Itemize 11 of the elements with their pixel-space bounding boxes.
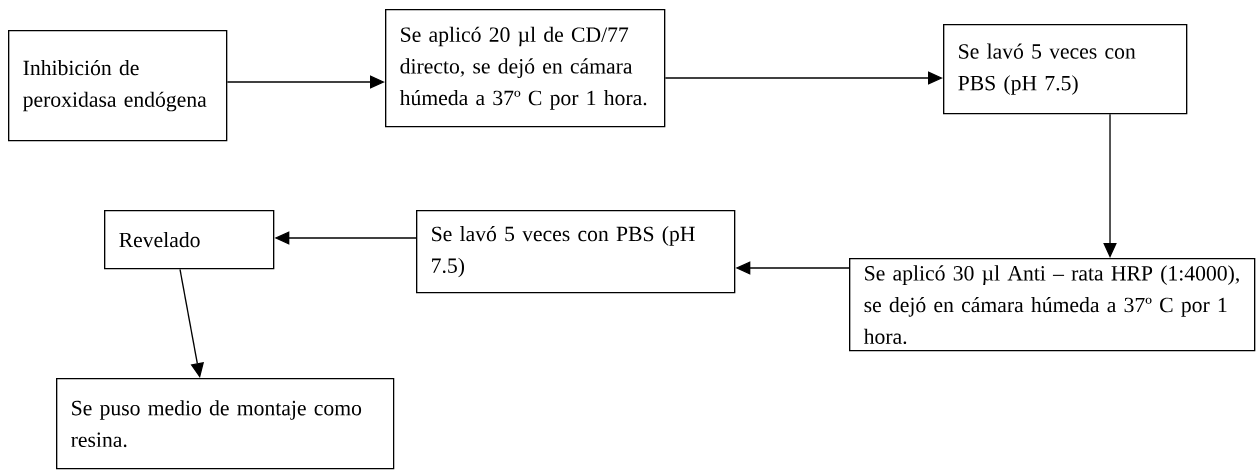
arrow bbox=[664, 71, 943, 85]
process-box: Revelado bbox=[104, 210, 275, 270]
process-box: Se puso medio de montaje como resina. bbox=[56, 378, 395, 470]
arrow bbox=[179, 268, 204, 378]
process-box: Se lavó 5 veces con PBS (pH 7.5) bbox=[416, 210, 736, 294]
arrow bbox=[1103, 113, 1117, 258]
process-box: Se lavó 5 veces con PBS (pH 7.5) bbox=[943, 24, 1188, 115]
process-box: Inhibición de peroxidasa endógena bbox=[8, 30, 228, 142]
process-box: Se aplicó 30 µl Anti – rata HRP (1:4000), se dejó en cámara húmeda a 37º C por 1 hora. bbox=[849, 258, 1256, 352]
process-box: Se aplicó 20 µl de CD/77 directo, se dejó en cámara húmeda a 37º C por 1 hora. bbox=[385, 9, 666, 128]
arrow bbox=[226, 75, 385, 89]
